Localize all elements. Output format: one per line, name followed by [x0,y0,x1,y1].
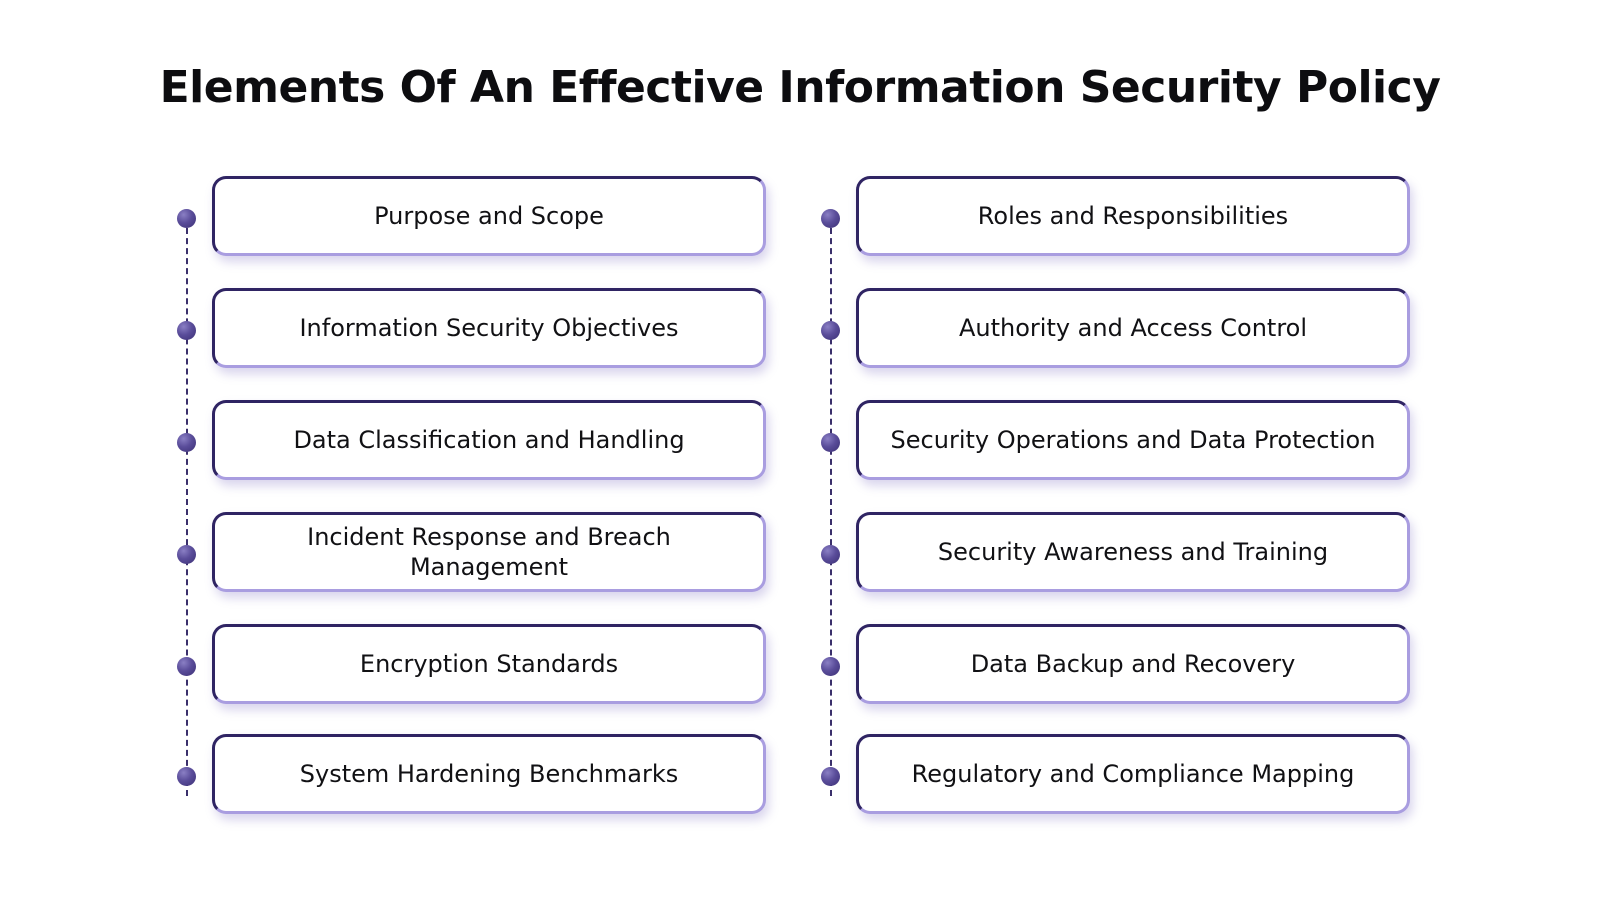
timeline-dot [821,321,840,340]
policy-element-label: Regulatory and Compliance Mapping [911,760,1355,788]
policy-element-card: Encryption Standards [212,624,766,704]
policy-element-card: Regulatory and Compliance Mapping [856,734,1410,814]
page-title: Elements Of An Effective Information Sec… [159,62,1441,113]
policy-element-label: Encryption Standards [359,650,619,678]
policy-element-label: Authority and Access Control [958,314,1308,342]
timeline-dot [177,209,196,228]
timeline-dot [177,657,196,676]
policy-element-label: Data Backup and Recovery [970,650,1296,678]
policy-element-card: Data Classification and Handling [212,400,766,480]
policy-element-label: Security Awareness and Training [937,538,1329,566]
policy-element-card: Data Backup and Recovery [856,624,1410,704]
list-item: Authority and Access Control [820,288,1410,372]
policy-element-label: Incident Response and Breach Management [307,523,671,581]
list-item: Security Awareness and Training [820,512,1410,596]
policy-element-label: Roles and Responsibilities [977,202,1289,230]
list-item: Regulatory and Compliance Mapping [820,734,1410,818]
policy-element-card: Incident Response and Breach Management [212,512,766,592]
policy-element-label: Security Operations and Data Protection [890,426,1376,454]
timeline-dot [821,433,840,452]
timeline-dot [821,767,840,786]
policy-element-card: Information Security Objectives [212,288,766,368]
timeline-dot [177,433,196,452]
timeline-dot [177,545,196,564]
policy-element-label: Purpose and Scope [374,202,604,230]
list-item: Data Backup and Recovery [820,624,1410,708]
right-column: Roles and Responsibilities Authority and… [820,176,1410,836]
list-item: Security Operations and Data Protection [820,400,1410,484]
policy-element-card: Purpose and Scope [212,176,766,256]
list-item: Roles and Responsibilities [820,176,1410,260]
policy-element-card: System Hardening Benchmarks [212,734,766,814]
policy-element-card: Security Awareness and Training [856,512,1410,592]
policy-element-card: Security Operations and Data Protection [856,400,1410,480]
list-item: Purpose and Scope [176,176,766,260]
timeline-dot [821,657,840,676]
list-item: Information Security Objectives [176,288,766,372]
list-item: System Hardening Benchmarks [176,734,766,818]
policy-element-label: Information Security Objectives [299,314,679,342]
policy-element-label: Data Classification and Handling [293,426,685,454]
timeline-dot [821,545,840,564]
left-column: Purpose and Scope Information Security O… [176,176,766,836]
list-item: Incident Response and Breach Management [176,512,766,596]
list-item: Data Classification and Handling [176,400,766,484]
policy-element-card: Authority and Access Control [856,288,1410,368]
timeline-dot [177,321,196,340]
right-timeline-line [830,218,832,796]
timeline-dot [177,767,196,786]
list-item: Encryption Standards [176,624,766,708]
policy-element-label: System Hardening Benchmarks [299,760,679,788]
timeline-dot [821,209,840,228]
policy-element-card: Roles and Responsibilities [856,176,1410,256]
left-timeline-line [186,218,188,796]
